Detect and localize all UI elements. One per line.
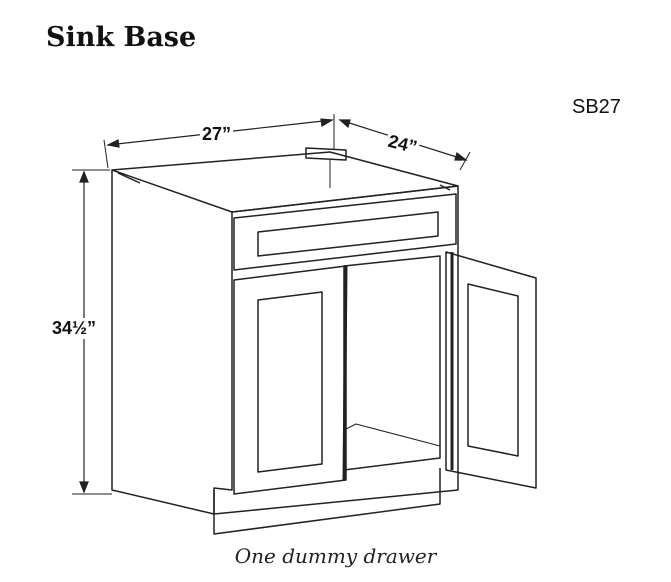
cabinet-top	[111, 151, 459, 213]
height-label: 34½”	[50, 318, 99, 339]
model-code: SB27	[572, 96, 621, 118]
left-door	[233, 265, 347, 495]
drawer-panel	[257, 211, 439, 257]
page-title: Sink Base	[46, 22, 197, 53]
caption: One dummy drawer	[234, 544, 437, 568]
left-door-panel	[257, 291, 323, 473]
left-side-panel	[111, 170, 233, 515]
back-cleat	[305, 147, 347, 161]
width-label: 27”	[200, 124, 234, 145]
interior-opening	[343, 255, 441, 471]
toe-kick	[213, 468, 441, 535]
drawer-front	[233, 193, 457, 271]
right-door-panel	[467, 283, 519, 457]
face-frame	[213, 185, 459, 515]
right-door	[445, 251, 537, 489]
